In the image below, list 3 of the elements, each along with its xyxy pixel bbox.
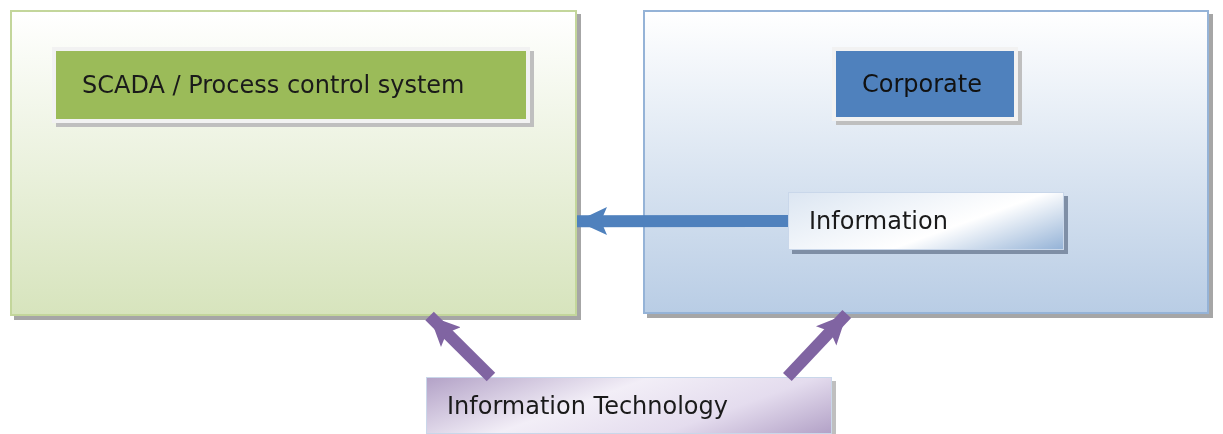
arrow — [577, 207, 788, 236]
arrow — [782, 309, 852, 382]
arrow — [425, 311, 496, 382]
